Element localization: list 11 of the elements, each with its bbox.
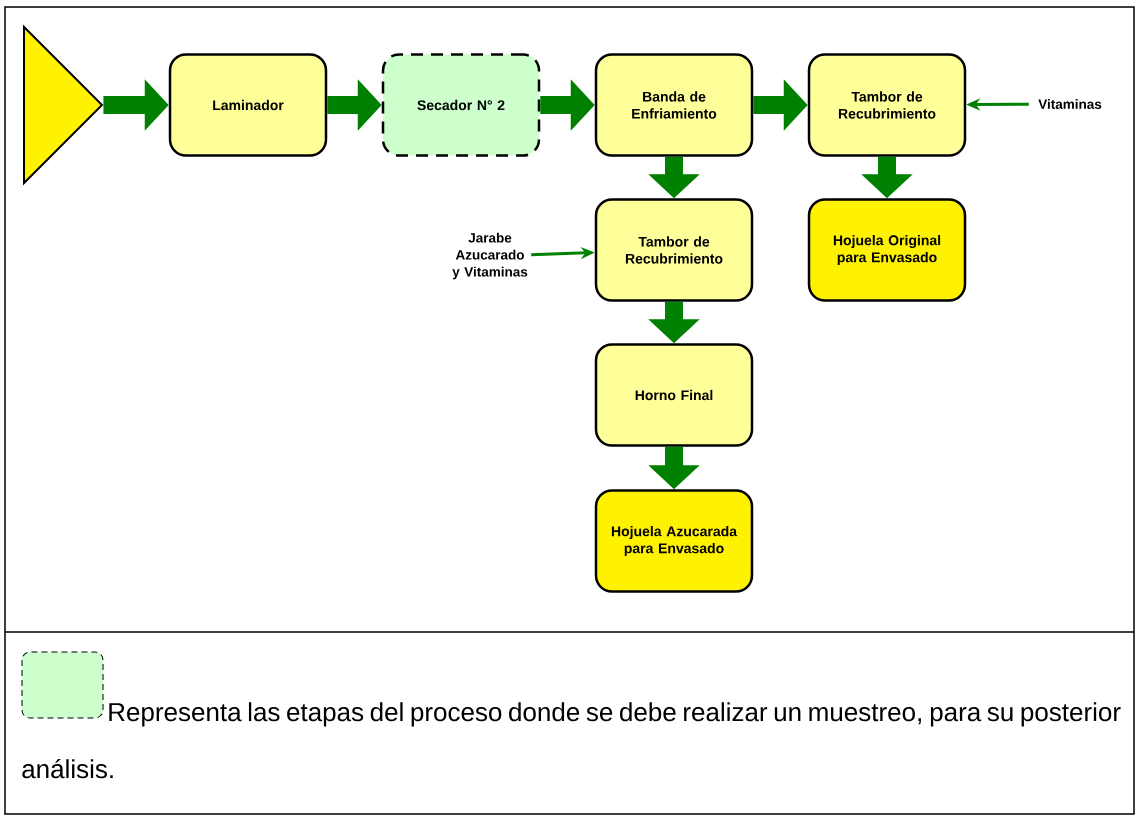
- input-label: Jarabe Azucarado y Vitaminas: [452, 232, 528, 280]
- process-box: Tambor de Recubrimiento: [807, 53, 967, 157]
- product-box: Hojuela Original para Envasado: [807, 198, 967, 302]
- process-box: Horno Final: [594, 343, 754, 447]
- process-box: Laminador: [168, 53, 328, 157]
- sampling-box: Secador N° 2: [381, 53, 541, 157]
- process-box: Banda de Enfriamiento: [594, 53, 754, 157]
- product-box: Hojuela Azucarada para Envasado: [594, 489, 754, 593]
- input-label: Vitaminas: [1038, 99, 1102, 109]
- process-box: Tambor de Recubrimiento: [594, 198, 754, 302]
- legend-text: Representa las etapas del proceso donde se debe realizar un muestreo, para su posterior análisis.: [22, 702, 1121, 779]
